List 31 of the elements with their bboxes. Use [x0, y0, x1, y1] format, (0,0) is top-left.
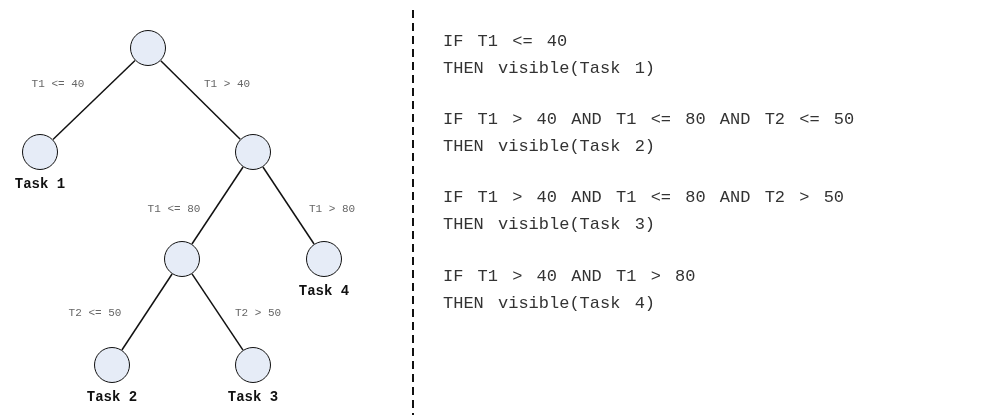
circle-node [130, 30, 166, 66]
leaf-label: Task 1 [14, 176, 66, 192]
edge-label: T1 <= 80 [146, 203, 202, 215]
leaf-label: Task 4 [298, 283, 350, 299]
circle-node [22, 134, 58, 170]
rule-text: THEN visible(Task 2) [443, 137, 656, 156]
connector-line [160, 59, 241, 141]
edge-label: T1 > 40 [202, 78, 252, 90]
edge-label: T2 > 50 [233, 307, 283, 319]
connector-line [191, 273, 244, 351]
connector-line [191, 166, 244, 245]
edge-label: T2 <= 50 [67, 307, 123, 319]
circle-node [235, 134, 271, 170]
connector-line [121, 273, 173, 351]
rule-text: IF T1 > 40 AND T1 > 80 [443, 267, 696, 286]
rule-text: IF T1 <= 40 [443, 32, 568, 51]
connector-line [52, 59, 136, 141]
leaf-label: Task 3 [227, 389, 279, 405]
connector-line [262, 166, 315, 245]
circle-node [94, 347, 130, 383]
circle-node [164, 241, 200, 277]
leaf-label: Task 2 [86, 389, 138, 405]
edge-label: T1 > 80 [307, 203, 357, 215]
circle-node [306, 241, 342, 277]
rule-text: THEN visible(Task 1) [443, 59, 656, 78]
circle-node [235, 347, 271, 383]
rule-text: IF T1 > 40 AND T1 <= 80 AND T2 > 50 [443, 188, 845, 207]
rule-text: IF T1 > 40 AND T1 <= 80 AND T2 <= 50 [443, 110, 855, 129]
rule-text: THEN visible(Task 4) [443, 294, 656, 313]
edge-label: T1 <= 40 [30, 78, 86, 90]
rule-text: THEN visible(Task 3) [443, 215, 656, 234]
